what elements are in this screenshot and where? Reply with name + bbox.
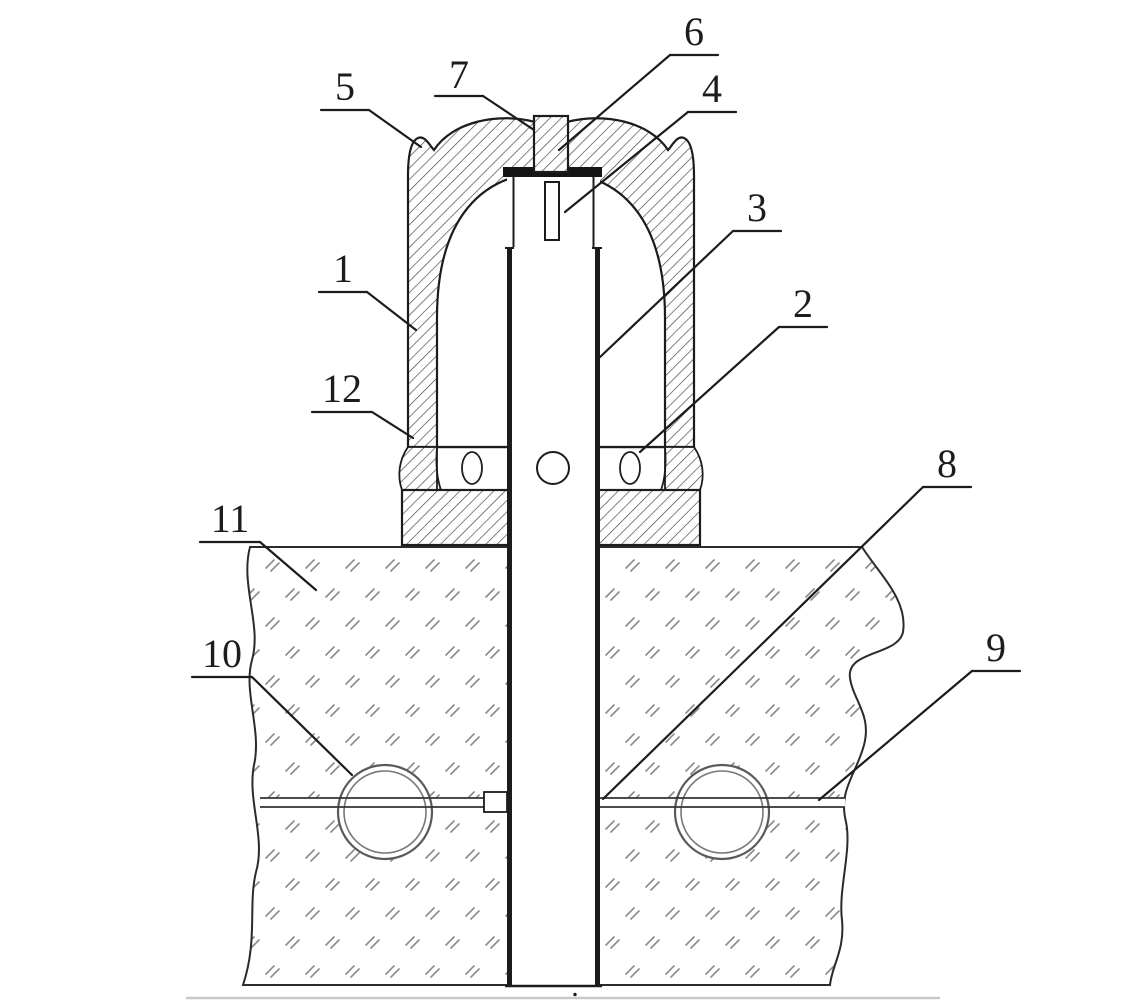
callout-1-label: 1: [333, 246, 353, 291]
callout-6-label: 6: [684, 9, 704, 54]
pipe-body: [507, 177, 600, 988]
callout-3: 3: [597, 185, 783, 360]
callout-10: 10: [190, 631, 354, 777]
inner-slot: [544, 181, 560, 241]
callout-2-label: 2: [793, 281, 813, 326]
callout-11-label: 11: [211, 496, 250, 541]
callout-9: 9: [817, 625, 1022, 802]
callout-8-leader: [601, 485, 925, 801]
callout-4-label: 4: [702, 66, 722, 111]
callout-6-leader: [557, 53, 672, 152]
callout-7-leader: [481, 94, 536, 132]
callout-6: 6: [557, 9, 720, 152]
callout-12-label: 12: [322, 366, 362, 411]
callout-2: 2: [638, 281, 829, 454]
callout-11-leader: [258, 540, 318, 592]
callout-8: 8: [601, 441, 973, 801]
callout-7: 7: [433, 52, 536, 132]
left-pipe-circle: [336, 763, 434, 861]
callout-9-label: 9: [986, 625, 1006, 670]
left-foot-flare: [398, 446, 443, 491]
callout-5: 5: [319, 64, 423, 149]
callouts: 1 2 3 4 5 6 7: [190, 9, 1022, 802]
callout-7-label: 7: [449, 52, 469, 97]
callout-12-leader: [370, 410, 415, 440]
right-pipe-circle: [673, 763, 771, 861]
callout-4-leader: [563, 110, 690, 214]
callout-3-leader: [597, 229, 735, 360]
callout-1-leader: [365, 290, 418, 332]
left-bolt-hole: [461, 451, 483, 485]
callout-12: 12: [310, 366, 415, 440]
top-plug: [532, 114, 570, 174]
caption-dot: .: [571, 970, 579, 1000]
right-bolt-hole: [619, 451, 641, 485]
callout-8-label: 8: [937, 441, 957, 486]
callout-5-label: 5: [335, 64, 355, 109]
pipe-connector-tab: [483, 791, 508, 813]
callout-5-leader: [367, 108, 423, 149]
callout-11: 11: [198, 496, 318, 592]
callout-10-label: 10: [202, 631, 242, 676]
pipe-top-group: [503, 114, 602, 241]
left-pipe-inner-ring: [343, 770, 427, 854]
pipe-side-hole: [536, 451, 570, 485]
callout-2-leader: [638, 325, 781, 454]
callout-9-leader: [817, 669, 974, 802]
callout-10-leader: [250, 675, 354, 777]
callout-4: 4: [563, 66, 738, 214]
callout-1: 1: [317, 246, 418, 332]
right-pipe-inner-ring: [680, 770, 764, 854]
callout-3-label: 3: [747, 185, 767, 230]
center-pipe: [505, 177, 602, 988]
right-foot-flare: [659, 446, 704, 491]
